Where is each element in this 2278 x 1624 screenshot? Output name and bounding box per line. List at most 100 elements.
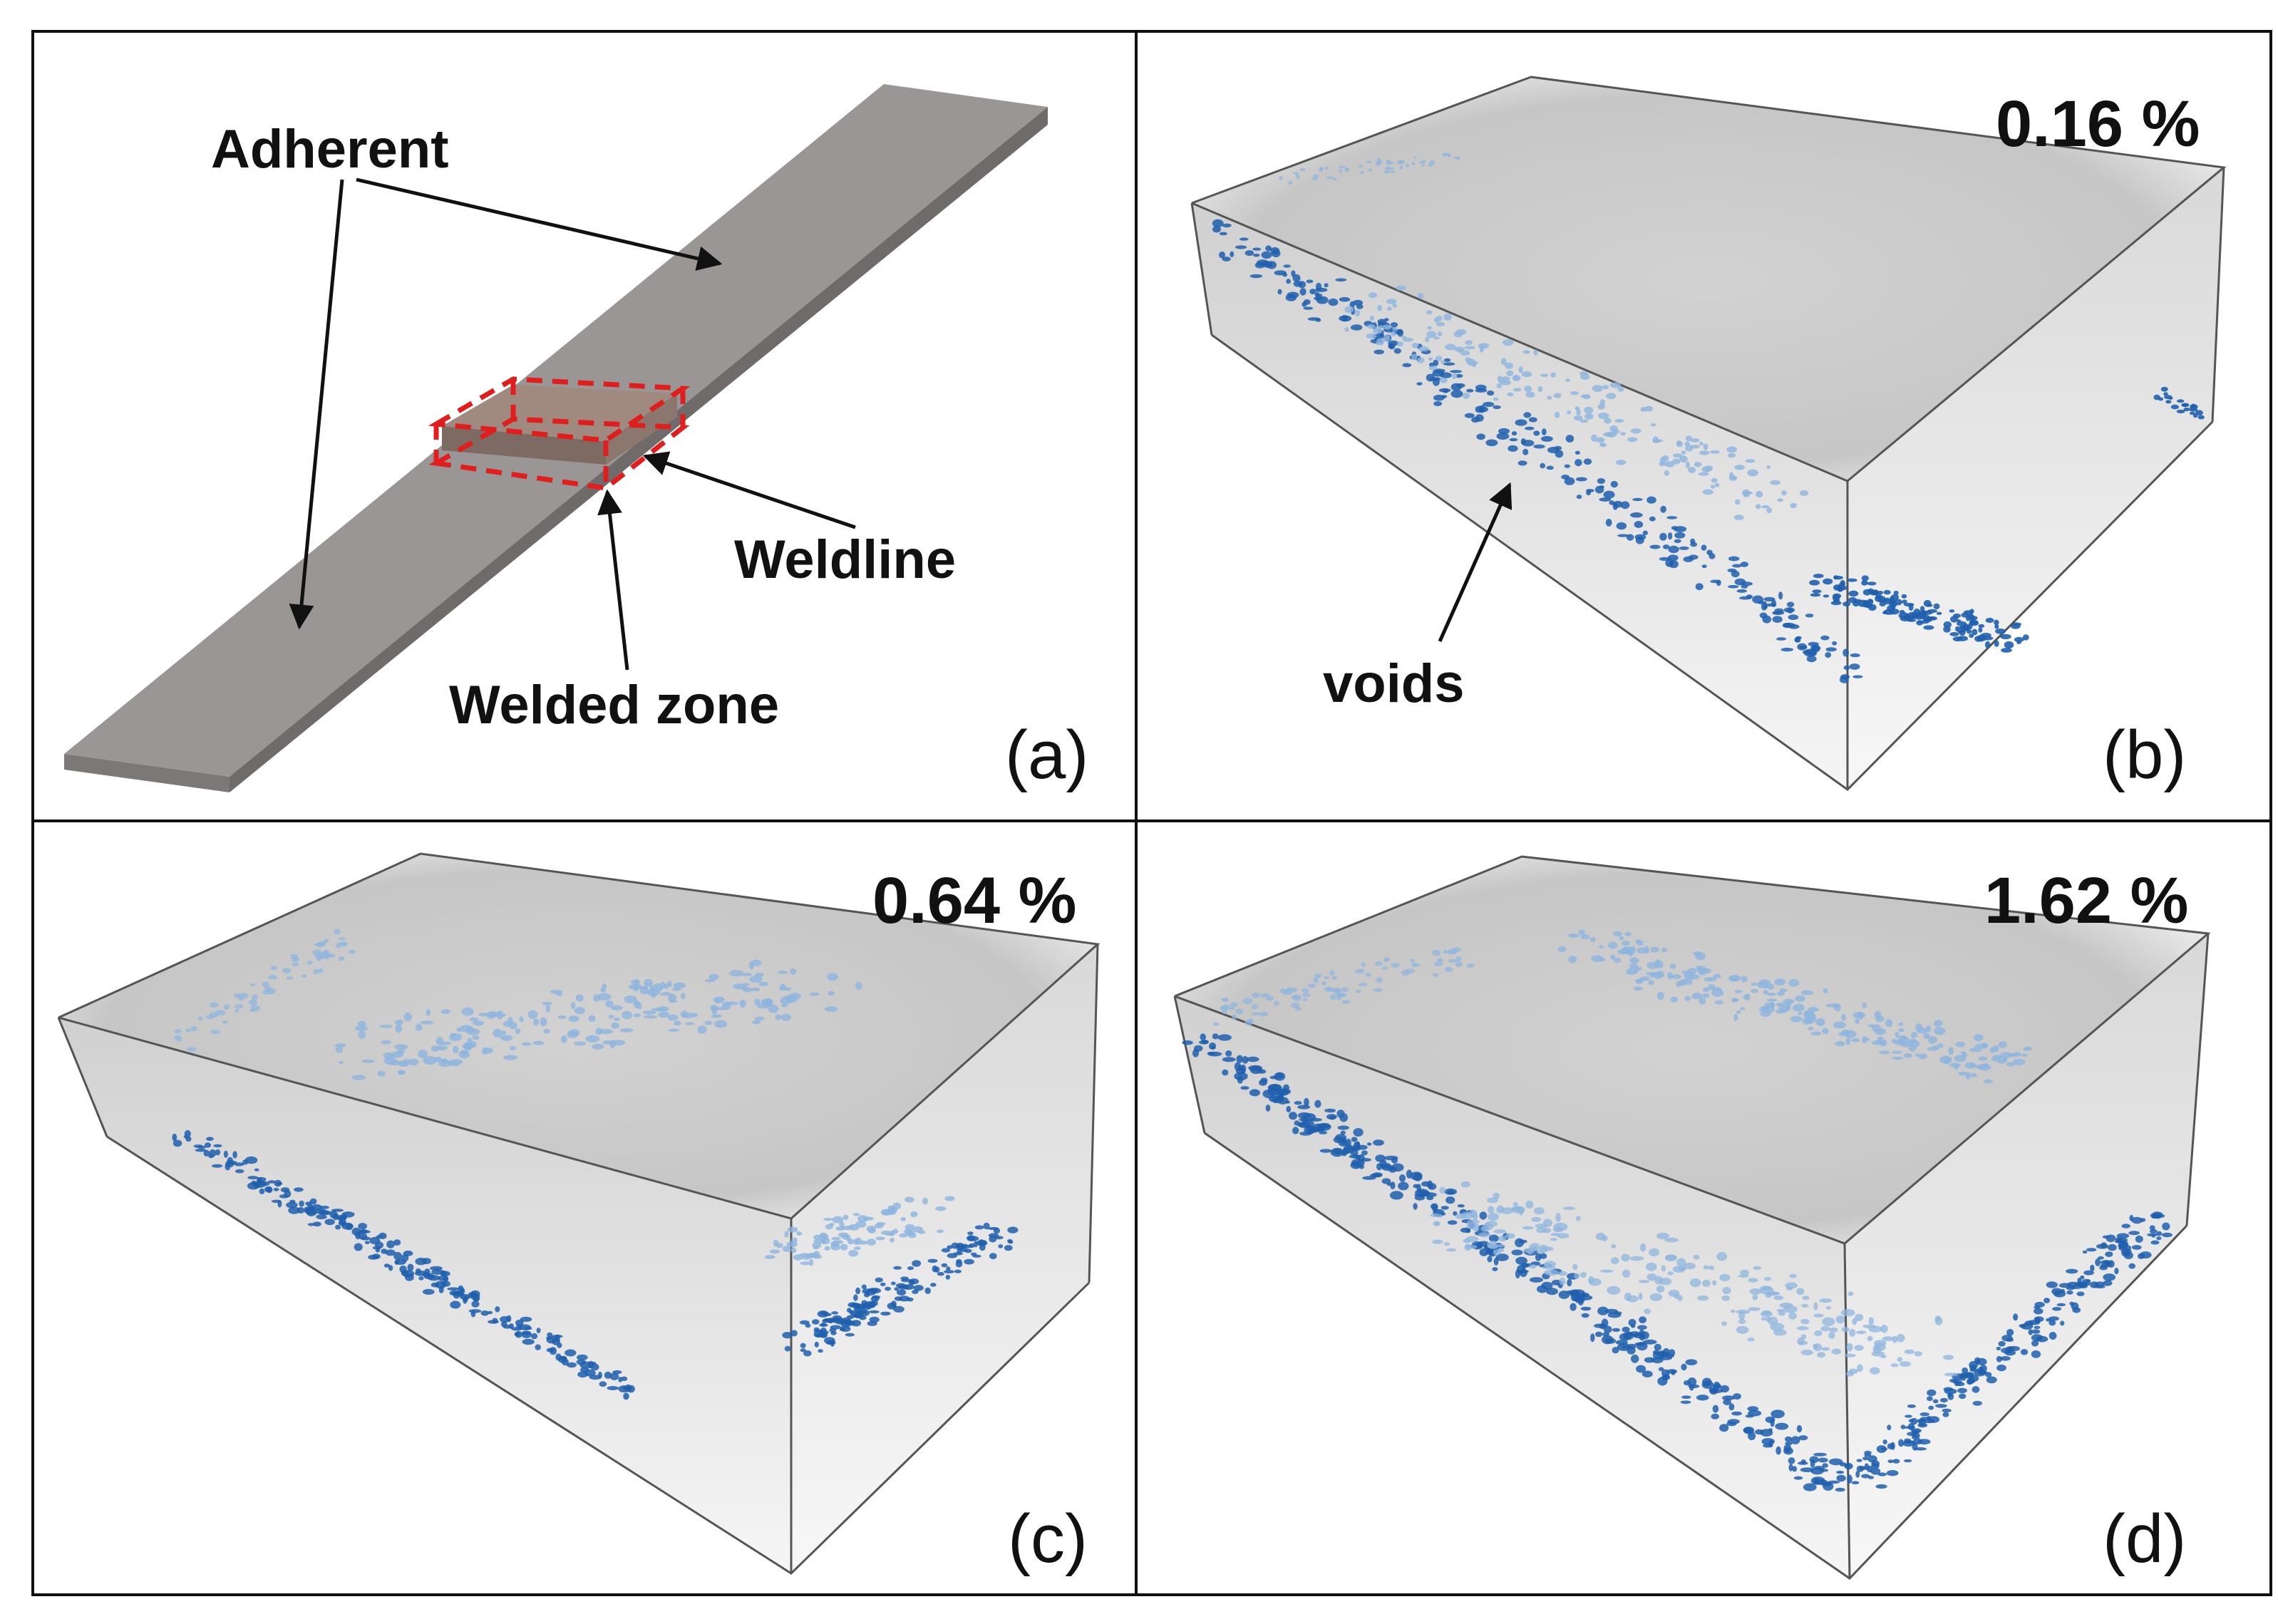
void-particle bbox=[1432, 950, 1440, 956]
void-particle bbox=[1342, 1148, 1351, 1154]
void-particle bbox=[1898, 612, 1909, 619]
void-particle bbox=[1265, 245, 1272, 252]
void-particle bbox=[1287, 291, 1299, 299]
void-particle bbox=[312, 1221, 321, 1227]
void-particle bbox=[1728, 585, 1739, 589]
void-particle bbox=[383, 1056, 396, 1065]
void-particle bbox=[1728, 1403, 1735, 1411]
void-particle bbox=[1778, 1310, 1786, 1316]
void-particle bbox=[1792, 1466, 1798, 1472]
void-particle bbox=[1813, 574, 1824, 579]
void-particle bbox=[500, 1013, 507, 1017]
void-particle bbox=[1287, 180, 1293, 185]
void-particle bbox=[440, 1281, 450, 1287]
void-particle bbox=[1708, 1265, 1715, 1271]
void-particle bbox=[1627, 1295, 1639, 1303]
void-particle bbox=[1307, 983, 1316, 988]
void-particle bbox=[1657, 1377, 1668, 1386]
void-particle bbox=[1338, 1139, 1349, 1147]
void-particle bbox=[1627, 1343, 1637, 1350]
void-particle bbox=[1760, 1429, 1773, 1437]
void-particle bbox=[395, 1024, 403, 1033]
void-particle bbox=[358, 1030, 366, 1039]
void-cloud bbox=[1212, 152, 2205, 683]
void-particle bbox=[1994, 640, 1999, 647]
void-particle bbox=[1716, 579, 1721, 586]
void-particle bbox=[348, 949, 356, 954]
void-particle bbox=[1720, 1385, 1730, 1393]
void-particle bbox=[1721, 1321, 1727, 1326]
void-particle bbox=[1443, 950, 1448, 954]
void-particle bbox=[1879, 1039, 1887, 1047]
void-particle bbox=[2048, 1332, 2057, 1340]
void-particle bbox=[1862, 1324, 1877, 1329]
void-particle bbox=[1332, 177, 1337, 180]
void-particle bbox=[824, 1246, 830, 1251]
void-particle bbox=[1796, 1326, 1809, 1330]
void-particle bbox=[1728, 452, 1736, 458]
void-particle bbox=[1537, 386, 1543, 393]
void-particle bbox=[1888, 599, 1896, 603]
void-particle bbox=[1882, 1439, 1887, 1444]
void-particle bbox=[1290, 988, 1298, 993]
void-particle bbox=[319, 1206, 329, 1209]
void-particle bbox=[1405, 163, 1409, 168]
void-particle bbox=[257, 1176, 262, 1184]
void-particle bbox=[1855, 1330, 1867, 1335]
void-particle bbox=[1713, 973, 1721, 978]
void-particle bbox=[1803, 1483, 1817, 1491]
void-particle bbox=[1329, 994, 1337, 1000]
void-particle bbox=[1959, 1393, 1967, 1400]
void-particle bbox=[1383, 958, 1389, 963]
void-particle bbox=[1934, 1020, 1943, 1027]
void-particle bbox=[1575, 1216, 1581, 1221]
void-particle bbox=[1711, 987, 1722, 992]
void-particle bbox=[1670, 996, 1679, 1003]
void-particle bbox=[1432, 1239, 1443, 1244]
void-particle bbox=[2009, 1345, 2020, 1352]
void-particle bbox=[1957, 629, 1963, 633]
void-particle bbox=[1555, 450, 1564, 458]
void-particle bbox=[1506, 370, 1514, 377]
void-particle bbox=[1681, 1363, 1687, 1371]
void-particle bbox=[1478, 343, 1490, 349]
void-particle bbox=[1731, 998, 1738, 1003]
void-particle bbox=[1702, 1279, 1711, 1287]
void-particle bbox=[1793, 1003, 1805, 1012]
void-particle bbox=[1443, 362, 1455, 366]
void-particle bbox=[1299, 167, 1306, 172]
void-particle bbox=[1745, 1414, 1754, 1418]
void-particle bbox=[1604, 418, 1612, 424]
void-particle bbox=[643, 1015, 658, 1019]
void-particle bbox=[1466, 1222, 1480, 1229]
void-particle bbox=[697, 1025, 707, 1034]
void-particle bbox=[945, 1274, 951, 1280]
void-particle bbox=[1677, 1295, 1683, 1302]
void-particle bbox=[1252, 1003, 1259, 1010]
void-particle bbox=[1712, 1405, 1719, 1413]
void-particle bbox=[1898, 1439, 1904, 1447]
void-particle bbox=[1339, 296, 1351, 302]
void-particle bbox=[777, 971, 788, 974]
void-particle bbox=[889, 1238, 895, 1243]
void-particle bbox=[1849, 1328, 1856, 1337]
void-particle bbox=[2034, 1325, 2041, 1330]
void-particle bbox=[1820, 1482, 1832, 1486]
void-particle bbox=[1783, 607, 1795, 613]
void-particle bbox=[1465, 1228, 1471, 1233]
void-particle bbox=[509, 1021, 517, 1030]
void-particle bbox=[887, 1206, 897, 1214]
void-particle bbox=[1515, 419, 1527, 426]
void-particle bbox=[1880, 1325, 1888, 1333]
void-particle bbox=[1978, 1056, 1988, 1061]
void-particle bbox=[1495, 1253, 1509, 1261]
void-particle bbox=[1969, 609, 1974, 614]
void-particle bbox=[1398, 1181, 1409, 1191]
void-particle bbox=[666, 981, 672, 988]
void-particle bbox=[1890, 1442, 1895, 1450]
void-particle bbox=[1799, 490, 1809, 496]
void-particle bbox=[1665, 1254, 1677, 1261]
void-particle bbox=[1642, 1339, 1657, 1345]
void-particle bbox=[1973, 1034, 1984, 1042]
void-particle bbox=[354, 1025, 368, 1031]
